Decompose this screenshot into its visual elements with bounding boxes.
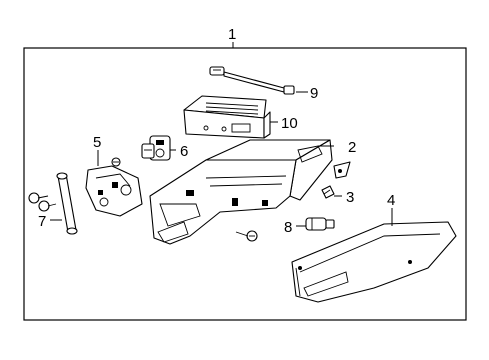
callout-8: 8 — [284, 219, 292, 236]
part-5-bracket — [85, 165, 143, 217]
callout-1: 1 — [228, 26, 236, 43]
part-6-latch — [141, 135, 171, 161]
part-2-housing — [149, 139, 333, 245]
screw-left-bottom — [38, 200, 57, 212]
callout-6: 6 — [180, 143, 188, 160]
callout-7: 7 — [38, 213, 46, 230]
callout-4: 4 — [387, 192, 395, 209]
screw-bottom — [235, 230, 258, 242]
callout-9: 9 — [310, 85, 318, 102]
screw-left-top — [28, 192, 49, 204]
callout-5: 5 — [93, 134, 101, 151]
callout-3: 3 — [346, 189, 354, 206]
part-8-plug — [305, 217, 335, 231]
part-9-cable — [209, 66, 295, 95]
screw-5 — [111, 157, 121, 167]
part-3-pin — [321, 185, 335, 199]
callout-10: 10 — [281, 115, 298, 132]
part-7-rod — [56, 172, 78, 235]
part-10-module — [183, 95, 271, 139]
diagram-frame — [23, 47, 467, 321]
callout-2: 2 — [348, 139, 356, 156]
clip — [333, 161, 351, 179]
part-4-door — [291, 221, 457, 303]
